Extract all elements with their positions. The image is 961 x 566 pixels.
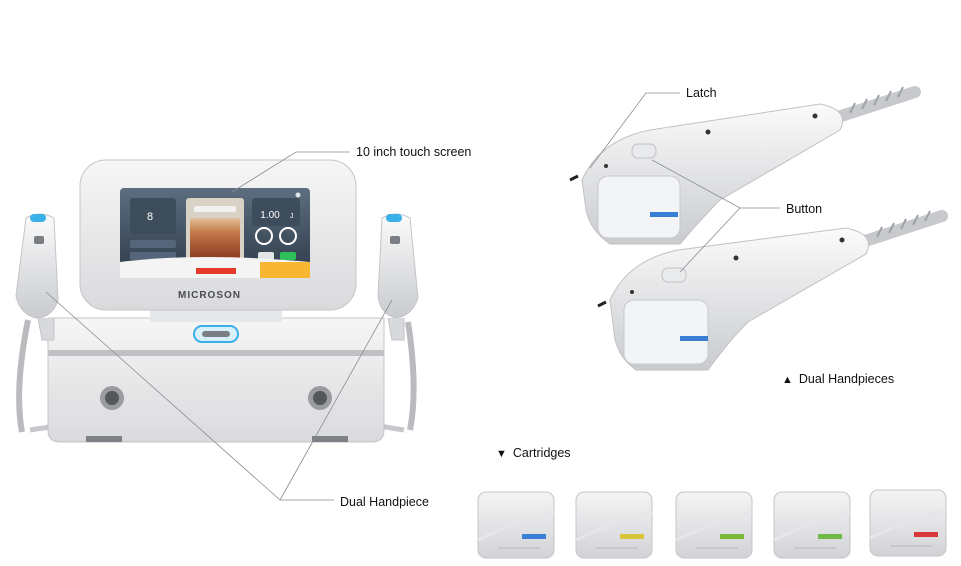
- cartridge-1: [477, 491, 555, 559]
- cartridge-3: [675, 491, 753, 559]
- brand-text: MICROSON: [178, 290, 241, 301]
- handpieces-section-text: Dual Handpieces: [798, 372, 895, 386]
- cartridge-5: [869, 489, 947, 557]
- dual-handpiece-callout-line-right: [279, 299, 393, 501]
- left-handpiece: [15, 213, 59, 341]
- screen-callout-label: 10 inch touch screen: [356, 145, 472, 159]
- button-callout-label: Button: [786, 202, 823, 216]
- screen-left-value: 8: [147, 211, 153, 223]
- button-callout-line-2: [679, 207, 741, 273]
- cartridge-2: [575, 491, 653, 559]
- cartridge-4: [773, 491, 851, 559]
- cartridge-row: [477, 489, 947, 559]
- callout-lines: [45, 92, 780, 501]
- handpiece-bottom: [597, 210, 948, 371]
- cartridges-section-text: Cartridges: [512, 446, 571, 460]
- handpiece-top: [569, 86, 921, 245]
- screen-right-value: 1.00: [260, 210, 280, 221]
- triangle-up-icon: ▲: [782, 374, 793, 386]
- main-device: MICROSON 8 1.00 J: [15, 159, 419, 443]
- dual-handpiece-callout-label: Dual Handpiece: [340, 495, 429, 509]
- screen-callout-line: [231, 151, 350, 193]
- cartridges-section-label: ▼ Cartridges: [496, 446, 571, 460]
- triangle-down-icon: ▼: [496, 448, 507, 460]
- latch-callout-line: [589, 92, 680, 169]
- latch-callout-label: Latch: [686, 86, 717, 100]
- screen-right-unit: J: [290, 213, 294, 220]
- right-handpiece: [377, 213, 419, 341]
- handpieces-section-label: ▲ Dual Handpieces: [782, 372, 894, 386]
